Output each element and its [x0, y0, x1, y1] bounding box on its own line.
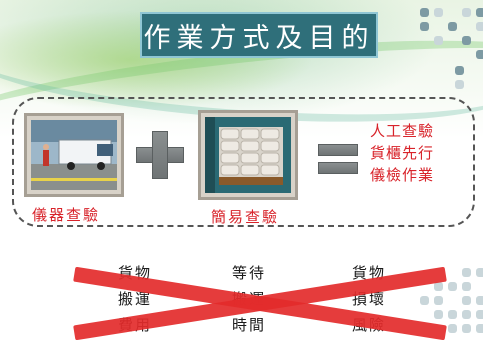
- result-item: 貨櫃先行: [370, 144, 435, 162]
- equation-panel: [12, 97, 475, 227]
- result-list: 人工查驗 貨櫃先行 儀檢作業: [370, 120, 470, 186]
- decor-dots-side: [455, 66, 464, 89]
- decor-dots-top: [420, 8, 483, 59]
- sacks-illustration: [205, 117, 291, 193]
- cost-item: 搬運: [118, 290, 153, 308]
- cargo-sacks-photo: [198, 110, 298, 200]
- truck-photo: [24, 113, 124, 197]
- truck-illustration: [31, 120, 117, 190]
- slide-title-text: 作業方式及目的: [143, 22, 375, 54]
- time-item: 時間: [232, 316, 267, 334]
- simple-inspection-label: 簡易查驗: [211, 208, 280, 226]
- result-item: 人工查驗: [370, 122, 435, 140]
- time-item: 等待: [232, 264, 267, 282]
- slide-title: 作業方式及目的: [140, 12, 378, 58]
- instrument-inspection-label: 儀器查驗: [32, 206, 101, 224]
- result-item: 儀檢作業: [370, 166, 435, 184]
- decor-dots-bottom: [420, 268, 483, 333]
